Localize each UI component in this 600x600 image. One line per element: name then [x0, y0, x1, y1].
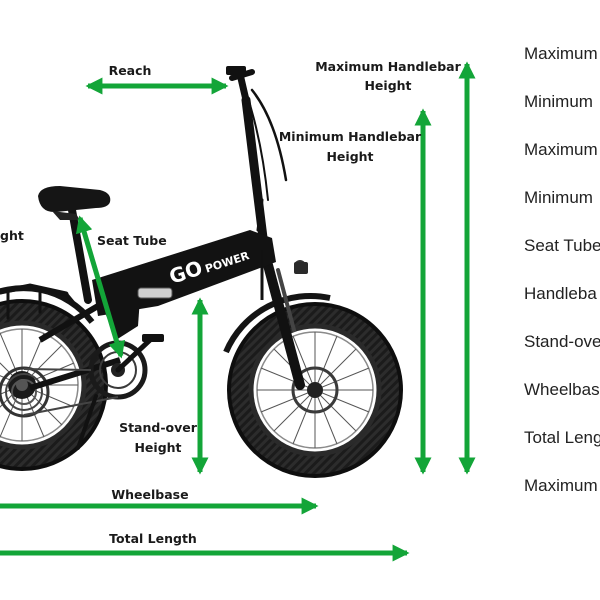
seat-tube-label: Seat Tube — [97, 233, 167, 248]
spec-list-item: Wheelbas — [524, 380, 600, 399]
front-fender — [223, 293, 331, 354]
spec-list-item: Total Leng — [524, 428, 600, 447]
measurement-labels: Reach Maximum Handlebar Height Minimum H… — [0, 59, 462, 546]
reach-label: Reach — [109, 63, 152, 78]
spec-list-item: Stand-ove — [524, 332, 600, 351]
stand-over-label-line2: Height — [134, 440, 181, 455]
spec-list-item: Maximum — [524, 44, 598, 63]
bike-frame: GOPOWER — [29, 230, 308, 391]
front-fork — [263, 260, 305, 390]
seat-height-label-partial: ght — [0, 228, 24, 243]
max-handlebar-label-line2: Height — [364, 78, 411, 93]
spec-list-item: Seat Tube — [524, 236, 600, 255]
spec-list-item: Minimum — [524, 92, 593, 111]
measurement-arrows — [0, 61, 476, 562]
wheelbase-label: Wheelbase — [111, 487, 188, 502]
spec-list-item: Maximum — [524, 476, 598, 495]
max-handlebar-label-line1: Maximum Handlebar — [315, 59, 461, 74]
crank-arm — [115, 337, 153, 373]
min-handlebar-label-line1: Minimum Handlebar — [279, 129, 422, 144]
spec-list-item: Maximum — [524, 140, 598, 159]
front-wheel — [227, 302, 403, 478]
total-length-label: Total Length — [109, 531, 197, 546]
battery-lock-icon — [137, 287, 173, 299]
min-handlebar-label-line2: Height — [326, 149, 373, 164]
rear-wheel — [0, 299, 108, 471]
kickstand — [76, 394, 98, 450]
spec-list-item: Minimum — [524, 188, 593, 207]
rear-rack — [0, 283, 78, 320]
spec-list-item: Handleba — [524, 284, 597, 303]
stand-over-label-line1: Stand-over — [119, 420, 198, 435]
rear-cassette — [0, 366, 50, 418]
pedal — [142, 334, 164, 342]
seat-tube-arrow — [75, 215, 126, 359]
electric-bike-illustration: GOPOWER — [0, 66, 403, 478]
